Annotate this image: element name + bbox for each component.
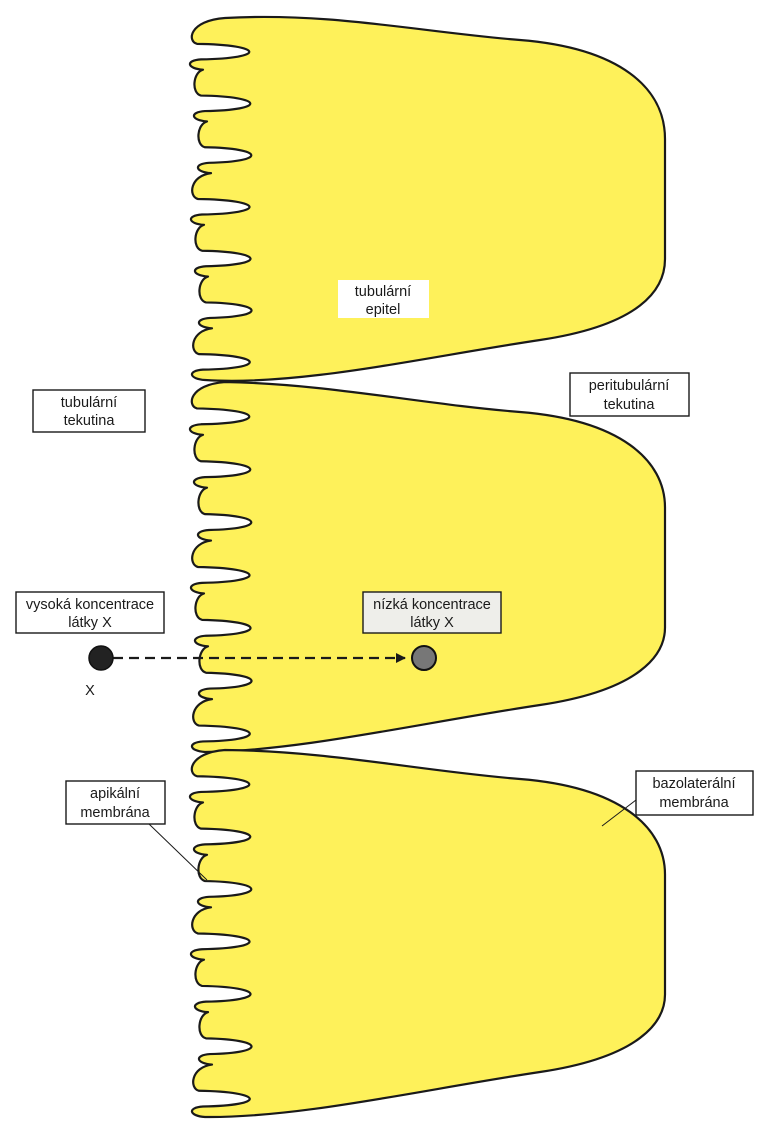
molecule-x-low [411,645,437,671]
peritubular-fluid-label-line1: peritubulární [589,378,670,394]
apical-membrane-line2: membrána [80,805,150,821]
epithelial-cell-bottom [188,748,667,1119]
peritubular-fluid-label: peritubulární tekutina [569,372,690,417]
high-concentration-label: vysoká koncentrace látky X [15,591,165,634]
tubular-fluid-label-line2: tekutina [64,413,116,429]
tubular-fluid-label-line1: tubulární [61,395,117,411]
low-concentration-line1: nízká koncentrace [373,597,491,613]
molecule-x-label: X [85,683,95,699]
epithelium-label-line2: epitel [366,302,401,318]
apical-membrane-line1: apikální [90,786,140,802]
basolateral-membrane-leader [601,799,637,827]
epithelium-label-line1: tubulární [355,284,411,300]
low-concentration-line2: látky X [410,615,454,631]
peritubular-fluid-label-line2: tekutina [604,397,656,413]
basolateral-membrane-line1: bazolaterální [652,776,735,792]
epithelial-cell-top [188,15,667,382]
basolateral-membrane-line2: membrána [659,795,729,811]
low-concentration-label: nízká koncentrace látky X [362,591,502,634]
molecule-x-high [88,645,114,671]
tubular-fluid-label: tubulární tekutina [32,389,146,433]
epithelial-cell-middle [188,380,667,754]
apical-membrane-label: apikální membrána [65,780,208,881]
high-concentration-line2: látky X [68,615,112,631]
basolateral-membrane-label: bazolaterální membrána [601,770,754,827]
epithelium-label: tubulární epitel [338,280,429,318]
apical-membrane-leader [148,823,208,881]
high-concentration-line1: vysoká koncentrace [26,597,154,613]
